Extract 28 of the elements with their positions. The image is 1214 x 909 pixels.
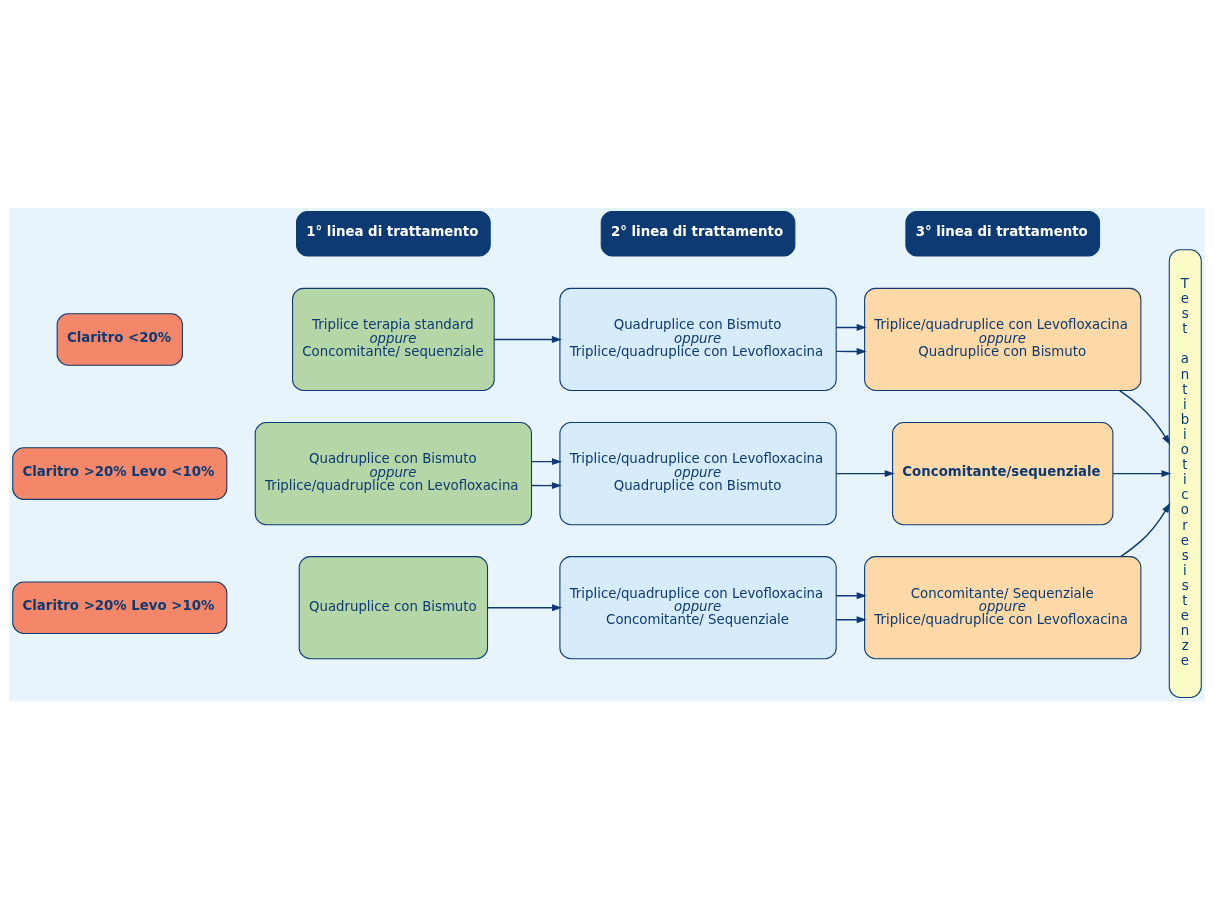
arrow [835,324,867,331]
arrow [1120,502,1171,558]
node-box: Quadruplice con Bismuto oppure Triplice/quadruplice con Levofloxacina [559,287,837,392]
arrow [835,470,895,478]
node-box: Concomitante/sequenziale [892,422,1114,526]
node-box: Concomitante/ Sequenziale oppure Triplice/quadruplice con Levofloxacina [864,556,1142,660]
node-box: Triplice/quadruplice con Levofloxacina oppure Quadruplice con Bismuto [864,287,1142,392]
node-box: 3° linea di trattamento [905,211,1101,257]
node-box: Test antibioticoresistenze [1168,249,1202,698]
arrow [835,347,867,355]
arrow [835,592,867,600]
arrow [1112,470,1172,478]
node-box: 2° linea di trattamento [600,211,796,257]
arrow [530,482,562,490]
node-box: Triplice/quadruplice con Levofloxacina oppure Quadruplice con Bismuto [559,422,837,526]
arrow [835,616,867,624]
arrow [486,604,562,612]
arrow [1118,389,1171,445]
node-box: Claritro >20% Levo <10% [12,447,228,500]
arrow [493,335,562,343]
node-box: Claritro >20% Levo >10% [12,581,228,635]
node-box: Triplice/quadruplice con Levofloxacina oppure Concomitante/ Sequenziale [559,556,837,660]
node-box: 1° linea di trattamento [296,211,491,257]
arrow [530,458,562,466]
node-box: Triplice terapia standard oppure Concomitante/ sequenziale [292,287,495,392]
node-box: Claritro <20% [56,313,183,366]
node-box: Quadruplice con Bismuto [298,556,489,660]
node-box: Quadruplice con Bismuto oppure Triplice/quadruplice con Levofloxacina [254,422,533,526]
